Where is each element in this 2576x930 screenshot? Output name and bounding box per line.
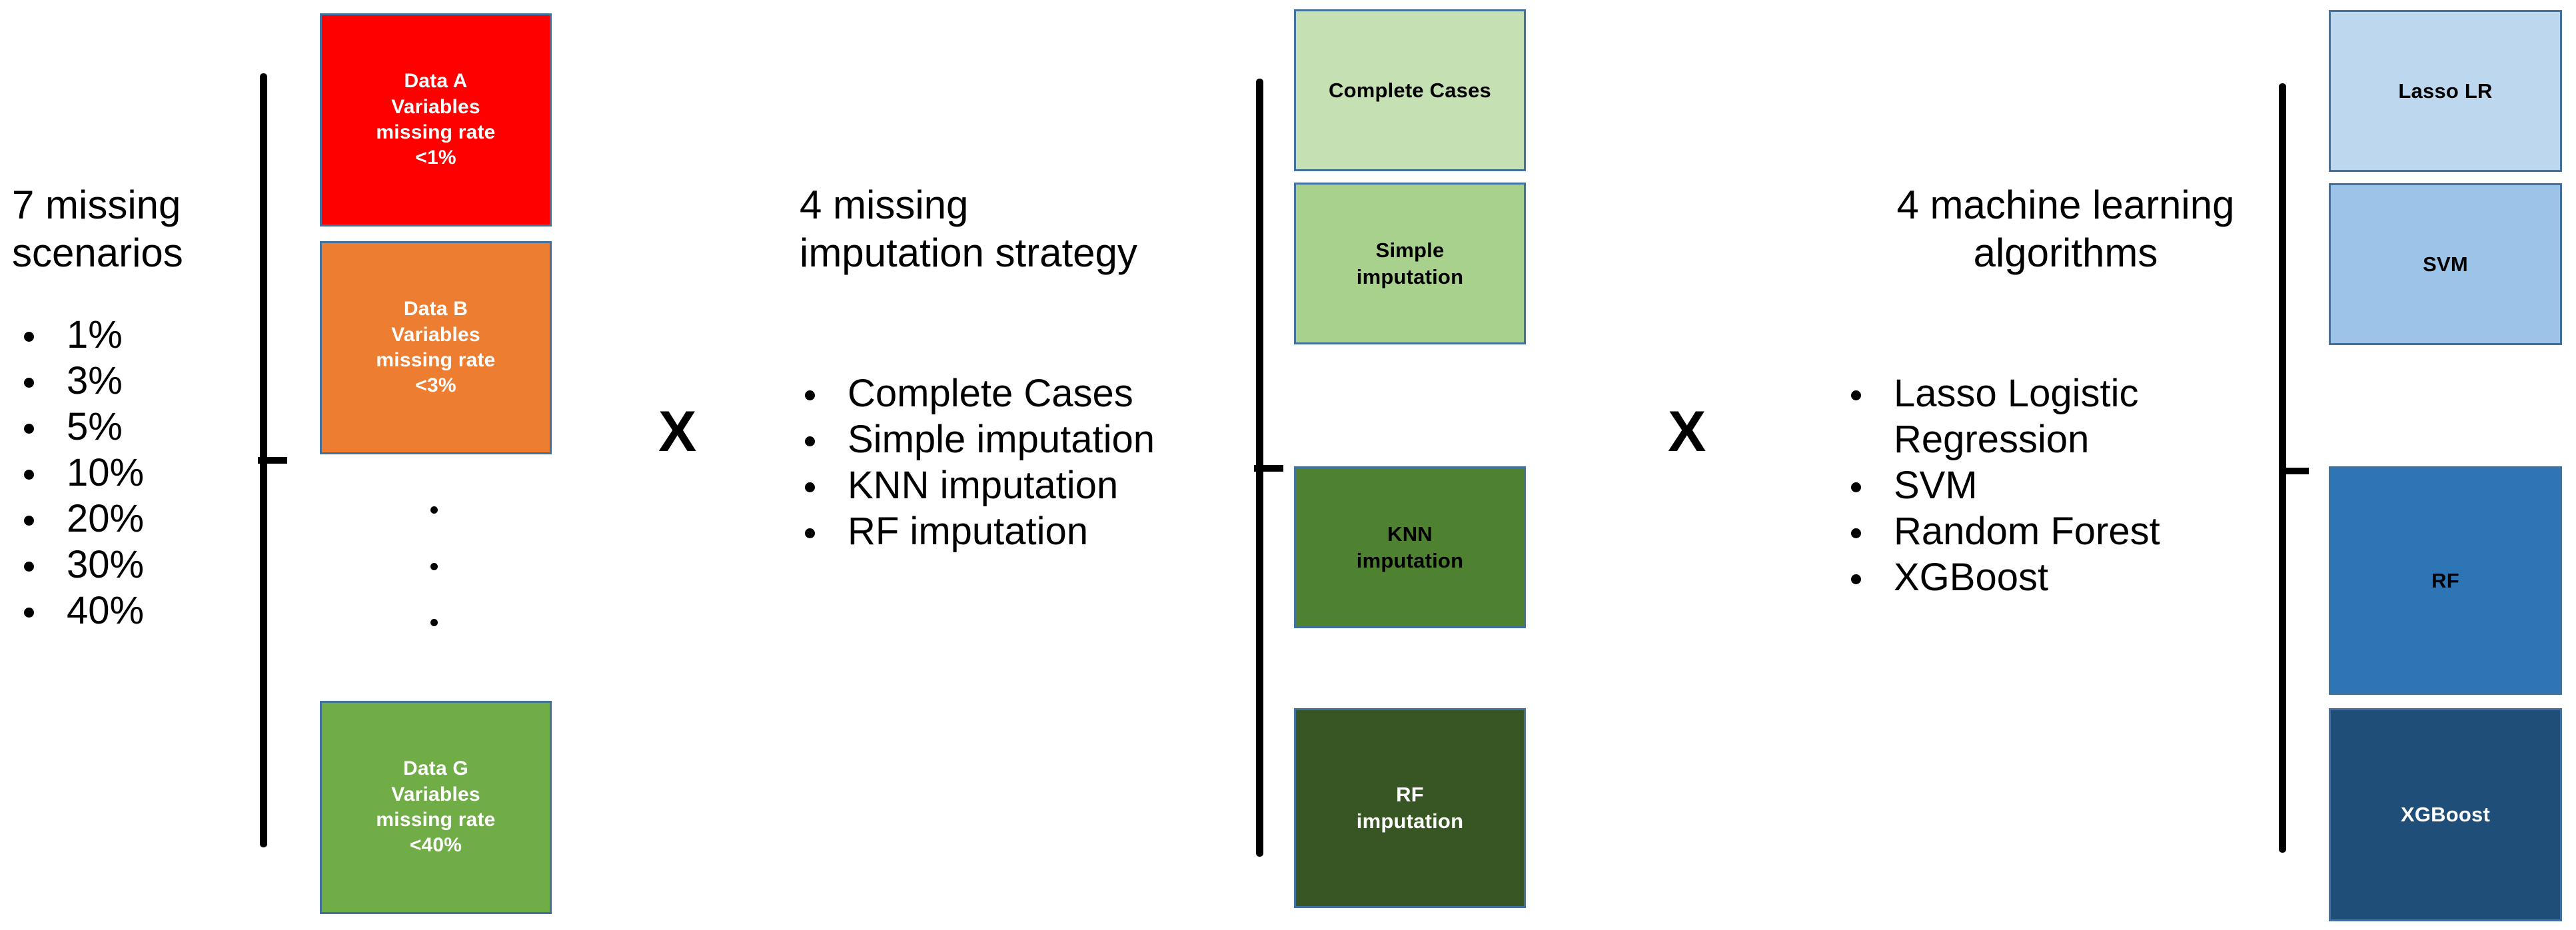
rf-box: RF: [2329, 466, 2562, 695]
multiply-operator-1: X: [658, 400, 697, 464]
lasso-lr-box-label: Lasso LR: [2398, 79, 2493, 103]
rf-imputation-box: RF imputation: [1294, 708, 1526, 908]
ellipsis-dot: [430, 562, 438, 570]
lasso-lr-box: Lasso LR: [2329, 10, 2562, 172]
multiply-operator-2: X: [1668, 400, 1706, 464]
bracket-tick: [1254, 465, 1283, 472]
svm-box-label: SVM: [2423, 252, 2468, 276]
list-item: SVM: [1839, 462, 2292, 508]
list-item: XGBoost: [1839, 554, 2292, 600]
missing-scenarios-headline: 7 missing scenarios: [12, 183, 183, 275]
ellipsis-dot: [430, 506, 438, 514]
imputation-bracket: [1249, 79, 1291, 857]
xgboost-box: XGBoost: [2329, 708, 2562, 921]
rf-box-label: RF: [2431, 568, 2459, 592]
list-item: RF imputation: [793, 508, 1233, 554]
bracket-tick: [2279, 468, 2309, 474]
list-item: 1%: [12, 312, 239, 358]
list-item: 20%: [12, 496, 239, 542]
list-item: 5%: [12, 404, 239, 450]
ml-algorithms-bullet-list: Lasso Logistic Regression SVM Random For…: [1839, 370, 2292, 600]
knn-imputation-box-label: KNN imputation: [1356, 522, 1464, 572]
list-item: Random Forest: [1839, 508, 2292, 554]
simple-imputation-box-label: Simple imputation: [1356, 238, 1464, 288]
imputation-strategy-bullet-list: Complete Cases Simple imputation KNN imp…: [793, 370, 1233, 554]
list-item: 3%: [12, 358, 239, 404]
complete-cases-box: Complete Cases: [1294, 9, 1526, 171]
simple-imputation-box: Simple imputation: [1294, 183, 1526, 344]
algorithms-bracket: [2272, 83, 2313, 853]
bracket-tick: [258, 457, 287, 464]
ml-algorithms-headline: 4 machine learning algorithms: [1896, 183, 2235, 275]
scenarios-bracket: [253, 73, 295, 847]
rf-imputation-box-label: RF imputation: [1356, 783, 1464, 833]
vertical-ellipsis-icon: [430, 506, 438, 626]
list-item: Complete Cases: [793, 370, 1233, 416]
list-item: KNN imputation: [793, 462, 1233, 508]
data-b-box: Data B Variables missing rate <3%: [320, 241, 552, 454]
imputation-strategy-headline: 4 missing imputation strategy: [800, 183, 1137, 275]
missing-scenarios-bullet-list: 1% 3% 5% 10% 20% 30% 40%: [12, 312, 239, 634]
ellipsis-dot: [430, 619, 438, 626]
data-g-box: Data G Variables missing rate <40%: [320, 701, 552, 914]
data-a-box-label: Data A Variables missing rate <1%: [376, 70, 496, 169]
data-b-box-label: Data B Variables missing rate <3%: [376, 298, 496, 397]
list-item: 30%: [12, 542, 239, 588]
svm-box: SVM: [2329, 183, 2562, 345]
complete-cases-box-label: Complete Cases: [1328, 78, 1491, 102]
list-item: Simple imputation: [793, 416, 1233, 462]
data-a-box: Data A Variables missing rate <1%: [320, 13, 552, 227]
list-item: 40%: [12, 588, 239, 634]
list-item: Lasso Logistic Regression: [1839, 370, 2292, 462]
xgboost-box-label: XGBoost: [2400, 803, 2490, 827]
knn-imputation-box: KNN imputation: [1294, 466, 1526, 628]
data-g-box-label: Data G Variables missing rate <40%: [376, 757, 496, 857]
list-item: 10%: [12, 450, 239, 496]
